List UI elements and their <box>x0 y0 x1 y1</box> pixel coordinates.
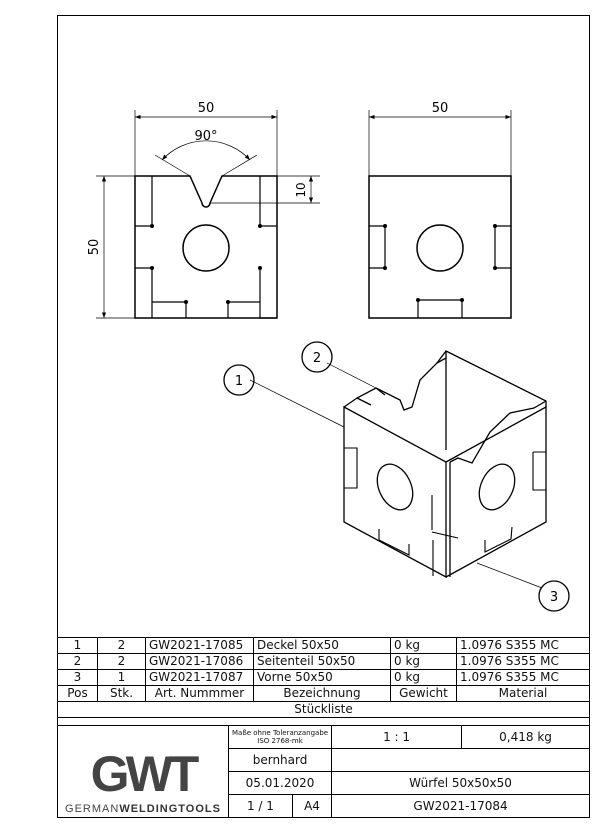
sheet-number: 1 / 1 <box>228 794 293 818</box>
title-block: GWT GERMANWELDINGTOOLS Maße ohne Toleran… <box>57 725 590 818</box>
dim-width-front: 50 <box>198 101 215 116</box>
art-number: GW2021-17087 <box>145 669 254 686</box>
header-qty: Stk. <box>97 685 146 702</box>
parts-list: 1 2 GW2021-17085 Deckel 50x50 0 kg 1.097… <box>57 637 590 718</box>
dim-height: 50 <box>87 239 102 256</box>
logo-sub-light: GERMAN <box>65 803 120 815</box>
date: 05.01.2020 <box>227 771 333 795</box>
part-name: Seitenteil 50x50 <box>253 653 391 670</box>
table-header: Pos Stk. Art. Nummmer Bezeichnung Gewich… <box>57 685 590 702</box>
header-material: Material <box>456 685 590 702</box>
header-pos: Pos <box>57 685 98 702</box>
dim-angle: 90° <box>194 129 217 144</box>
balloon-2: 2 <box>313 351 321 366</box>
author: bernhard <box>227 748 333 772</box>
pos: 2 <box>57 653 98 670</box>
material: 1.0976 S355 MC <box>456 637 590 654</box>
mass: 0,418 kg <box>461 725 590 749</box>
tolerance-line-1: Maße ohne Toleranzangabe <box>232 729 329 737</box>
front-view <box>96 110 320 319</box>
header-weight: Gewicht <box>390 685 457 702</box>
dim-depth: 10 <box>294 182 308 197</box>
material: 1.0976 S355 MC <box>456 653 590 670</box>
parts-list-caption: Stückliste <box>57 701 590 718</box>
part-name: Vorne 50x50 <box>253 669 391 686</box>
tolerance-line-2: ISO 2768-mk <box>257 737 303 745</box>
balloon-3: 3 <box>550 590 558 605</box>
header-art: Art. Nummmer <box>145 685 254 702</box>
pos: 3 <box>57 669 98 686</box>
logo-mark: GWT <box>90 746 200 802</box>
weight: 0 kg <box>390 669 457 686</box>
art-number: GW2021-17086 <box>145 653 254 670</box>
drawing-number: GW2021-17084 <box>331 794 590 818</box>
qty: 1 <box>97 669 146 686</box>
balloon-1: 1 <box>235 374 243 389</box>
part-name: Deckel 50x50 <box>253 637 391 654</box>
header-name: Bezeichnung <box>253 685 391 702</box>
isometric-view <box>223 341 570 612</box>
table-row: 3 1 GW2021-17087 Vorne 50x50 0 kg 1.0976… <box>57 669 590 686</box>
logo-sub-bold: WELDINGTOOLS <box>119 803 221 815</box>
side-view <box>368 110 512 319</box>
paper-format: A4 <box>291 794 333 818</box>
drawing-title: Würfel 50x50x50 <box>331 771 590 795</box>
art-number: GW2021-17085 <box>145 637 254 654</box>
empty-cell <box>331 748 590 772</box>
sheet-frame <box>57 15 590 818</box>
weight: 0 kg <box>390 653 457 670</box>
weight: 0 kg <box>390 637 457 654</box>
company-logo: GWT GERMANWELDINGTOOLS <box>57 725 229 818</box>
material: 1.0976 S355 MC <box>456 669 590 686</box>
qty: 2 <box>97 653 146 670</box>
pos: 1 <box>57 637 98 654</box>
scale: 1 : 1 <box>331 725 463 749</box>
table-row: 1 2 GW2021-17085 Deckel 50x50 0 kg 1.097… <box>57 637 590 654</box>
qty: 2 <box>97 637 146 654</box>
dim-width-side: 50 <box>432 101 449 116</box>
table-row: 2 2 GW2021-17086 Seitenteil 50x50 0 kg 1… <box>57 653 590 670</box>
